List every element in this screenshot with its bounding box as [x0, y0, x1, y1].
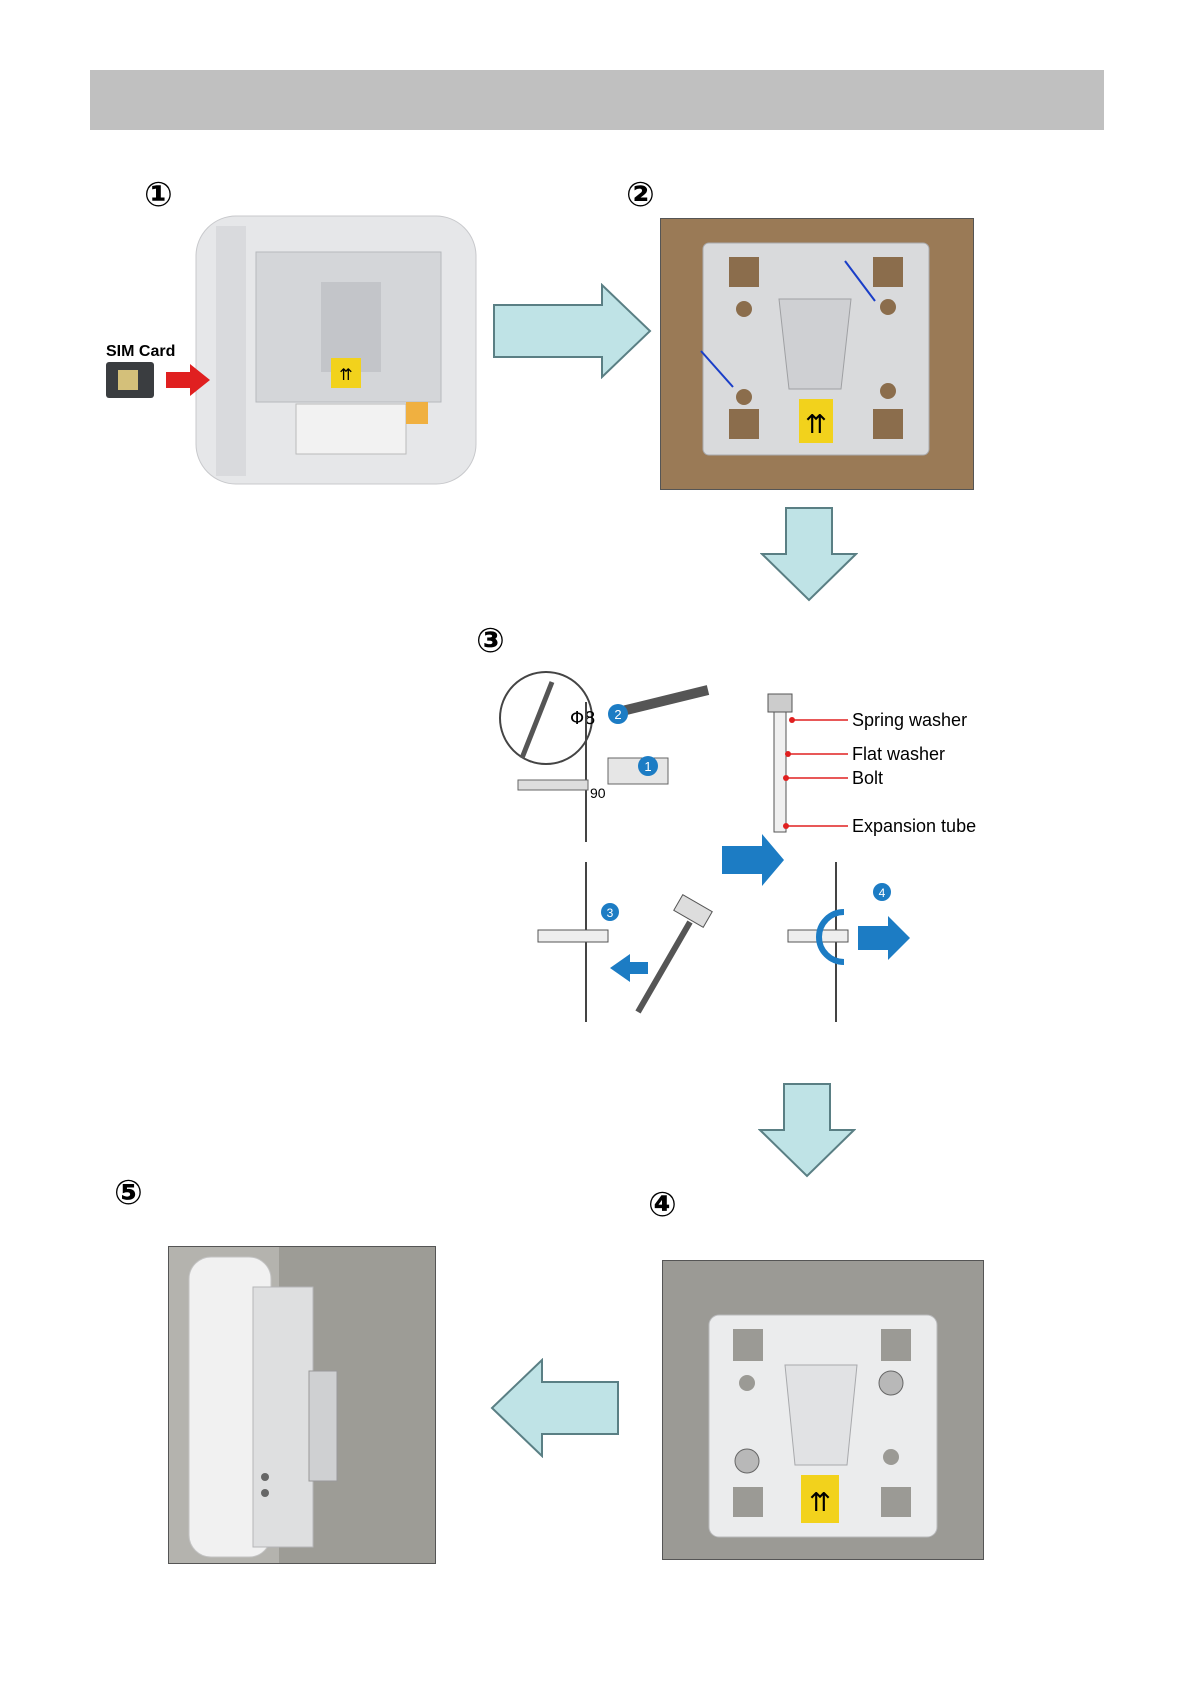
badge-4: 4: [879, 886, 886, 900]
flow-arrow-left: [490, 1358, 620, 1458]
callout-flat-washer: Flat washer: [852, 744, 945, 764]
step-5-number: ⑤: [114, 1176, 143, 1210]
header-bar: [90, 70, 1104, 130]
callout-expansion-tube: Expansion tube: [852, 816, 976, 836]
flow-arrow-down-2: [758, 1082, 856, 1178]
svg-text:⇈: ⇈: [809, 1487, 831, 1517]
flow-arrow-right: [492, 283, 652, 379]
step-1-number: ①: [144, 178, 173, 212]
svg-text:⇈: ⇈: [339, 367, 352, 384]
badge-2: 2: [614, 707, 621, 722]
callout-spring-washer: Spring washer: [852, 710, 967, 730]
step-5-photo: [168, 1246, 436, 1564]
step-1-photo: ⇈ SIM Card: [106, 212, 481, 488]
angle-label: 90: [590, 785, 606, 801]
flow-arrow-down-1: [760, 506, 858, 602]
step-4-photo: ⇈: [662, 1260, 984, 1560]
badge-1: 1: [644, 759, 651, 774]
sim-card-label: SIM Card: [106, 343, 175, 360]
step-2-photo: ⇈: [660, 218, 974, 490]
step-2-number: ②: [626, 178, 655, 212]
callout-bolt: Bolt: [852, 768, 883, 788]
badge-3: 3: [607, 906, 614, 920]
step-4-number: ④: [648, 1188, 677, 1222]
svg-text:⇈: ⇈: [805, 409, 827, 439]
step-3-diagram: Φ8 90 1 2 Spring washer Flat washer Bolt…: [498, 662, 1018, 1032]
step-3-number: ③: [476, 624, 505, 658]
drill-size-label: Φ8: [570, 708, 596, 729]
